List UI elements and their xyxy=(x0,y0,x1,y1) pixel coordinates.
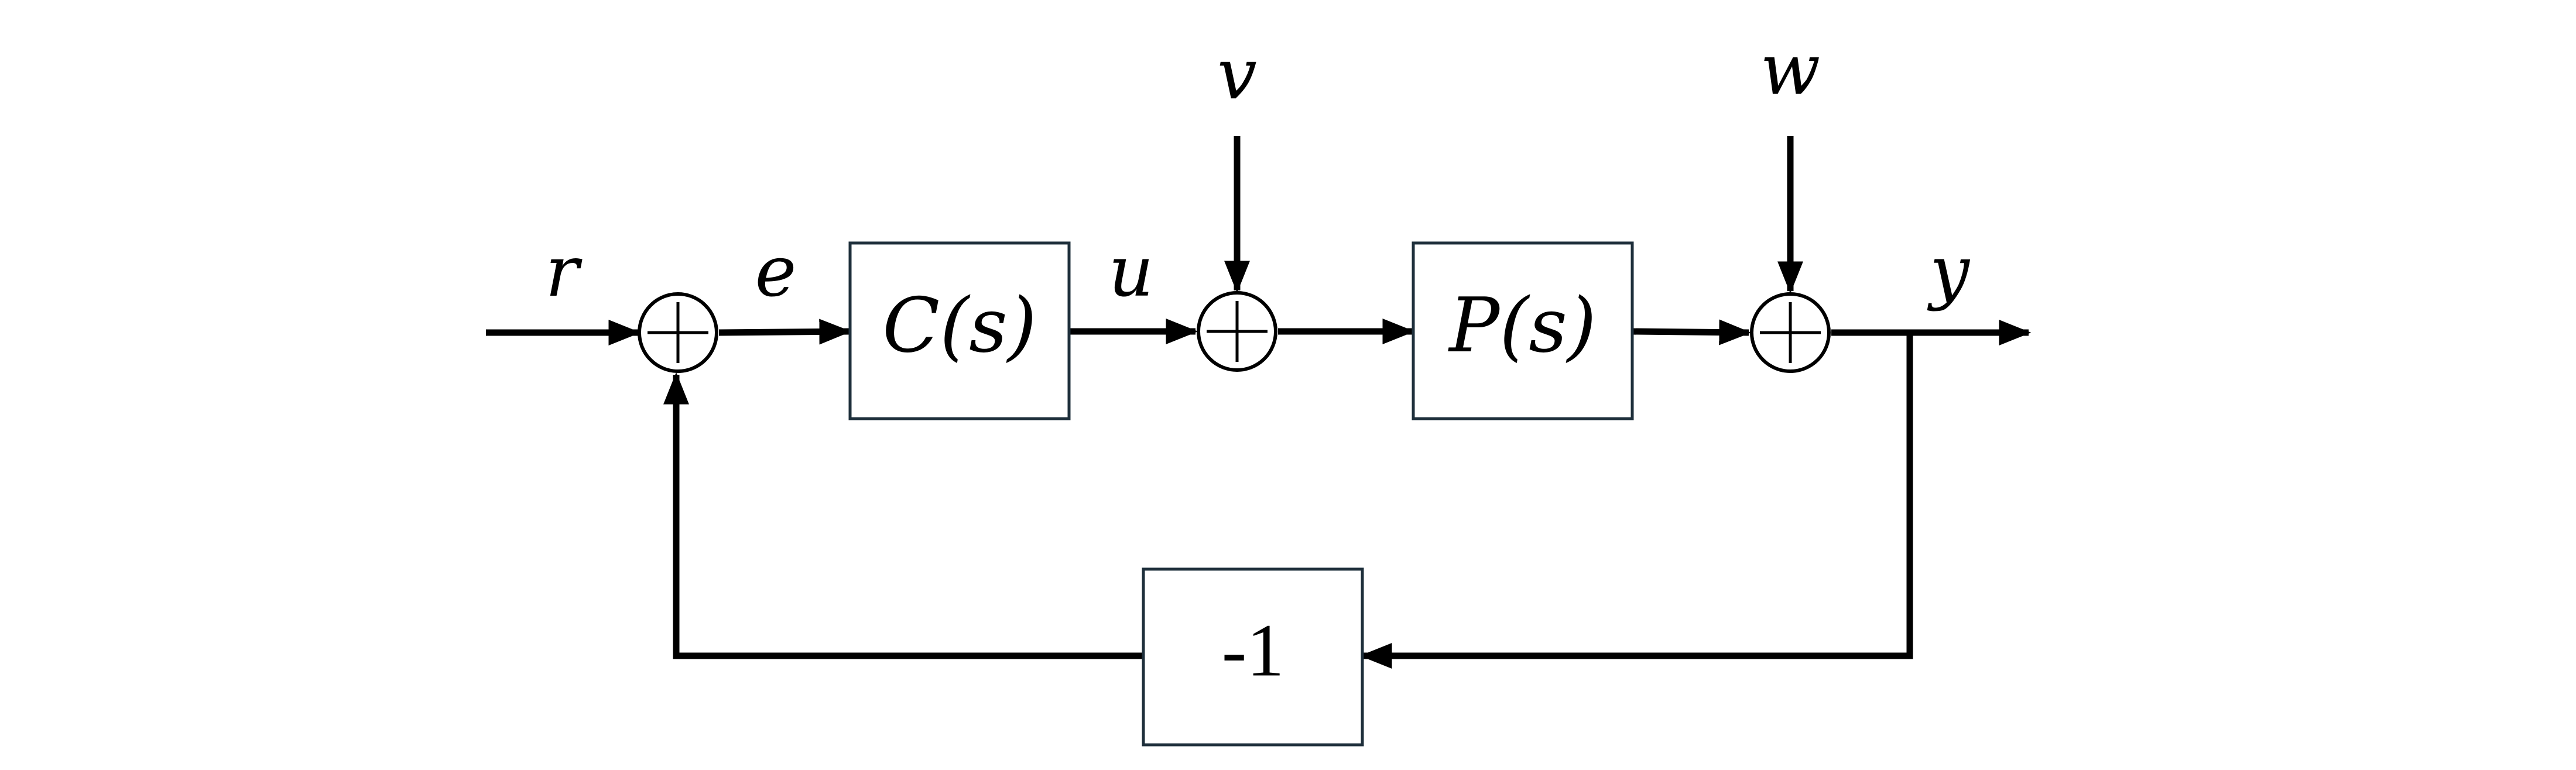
wire-e xyxy=(718,319,852,345)
controller-block: C(s) xyxy=(848,241,1071,420)
feedback-gain-block: -1 xyxy=(1142,567,1364,747)
wire-feedback-to-gain xyxy=(1359,333,1913,669)
summing-junction-2 xyxy=(1197,291,1277,372)
feedback-gain-label: -1 xyxy=(1222,608,1284,692)
signal-label-r: r xyxy=(545,231,583,313)
controller-label: C(s) xyxy=(882,282,1037,369)
signal-label-w: w xyxy=(1760,29,1821,111)
signal-label-y: y xyxy=(1927,231,1971,313)
wire-plant-out xyxy=(1632,319,1752,345)
plant-block: P(s) xyxy=(1412,241,1634,420)
summing-junction-1 xyxy=(638,292,718,373)
wire-gain-to-sum1 xyxy=(663,372,1143,659)
signal-label-u: u xyxy=(1108,231,1153,313)
signal-label-e: e xyxy=(755,231,796,313)
plant-label: P(s) xyxy=(1448,282,1597,369)
signal-label-v: v xyxy=(1217,34,1257,115)
summing-junction-3 xyxy=(1750,292,1831,373)
